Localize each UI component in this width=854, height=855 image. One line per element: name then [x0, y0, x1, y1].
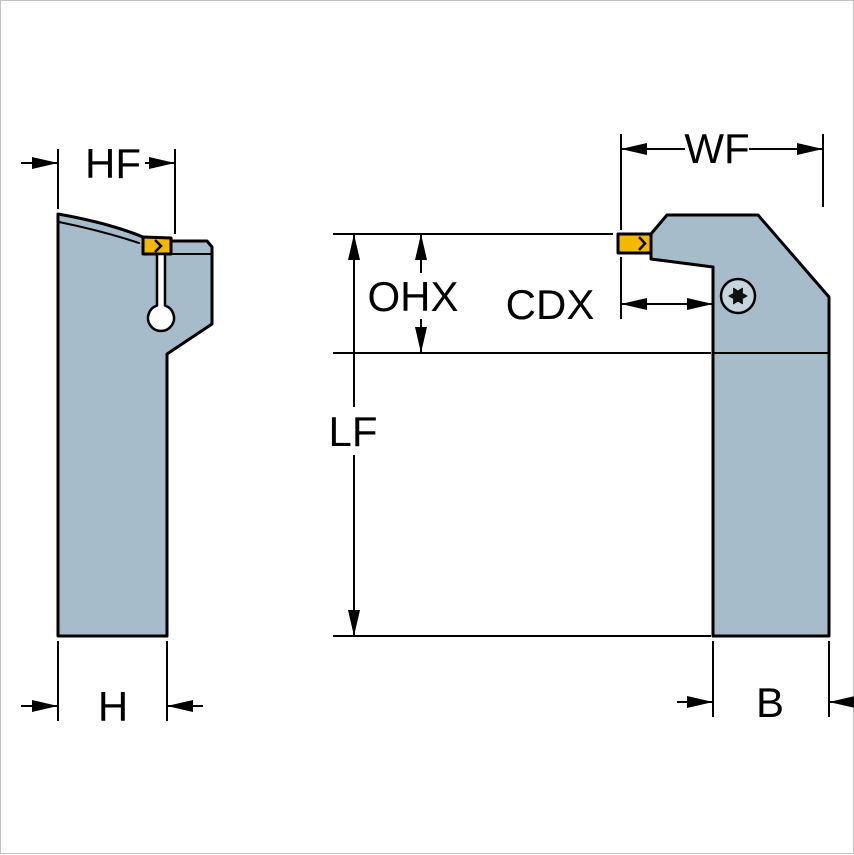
dimension-ohx: OHX [333, 233, 711, 354]
side-view-insert [141, 235, 173, 256]
dimension-hf: HF [21, 140, 176, 234]
clamp-keyhole-slot [146, 252, 176, 333]
dimension-lf: LF [323, 234, 711, 637]
dim-label-ohx: OHX [367, 273, 458, 320]
side-view [56, 212, 214, 638]
front-view [616, 213, 831, 638]
dimension-b: B [677, 641, 854, 726]
insert-edge-mark [638, 236, 647, 251]
dim-label-b: B [756, 679, 784, 726]
label-background [353, 273, 473, 319]
side-view-top-chamfer-line [58, 221, 140, 244]
dimension-wf: WF [620, 125, 824, 230]
dim-label-wf: WF [684, 125, 749, 172]
dim-label-h: H [98, 683, 128, 730]
front-view-insert [616, 232, 653, 255]
front-view-body [649, 213, 831, 638]
label-background [323, 407, 385, 455]
insert-edge-mark [154, 239, 163, 253]
dimension-cdx: CDX [506, 257, 713, 328]
dim-label-cdx: CDX [506, 281, 595, 328]
side-view-body [56, 212, 214, 638]
dim-label-lf: LF [328, 408, 377, 455]
dim-label-hf: HF [85, 140, 141, 187]
torx-screw-star [728, 287, 748, 305]
dimension-h: H [21, 641, 203, 730]
